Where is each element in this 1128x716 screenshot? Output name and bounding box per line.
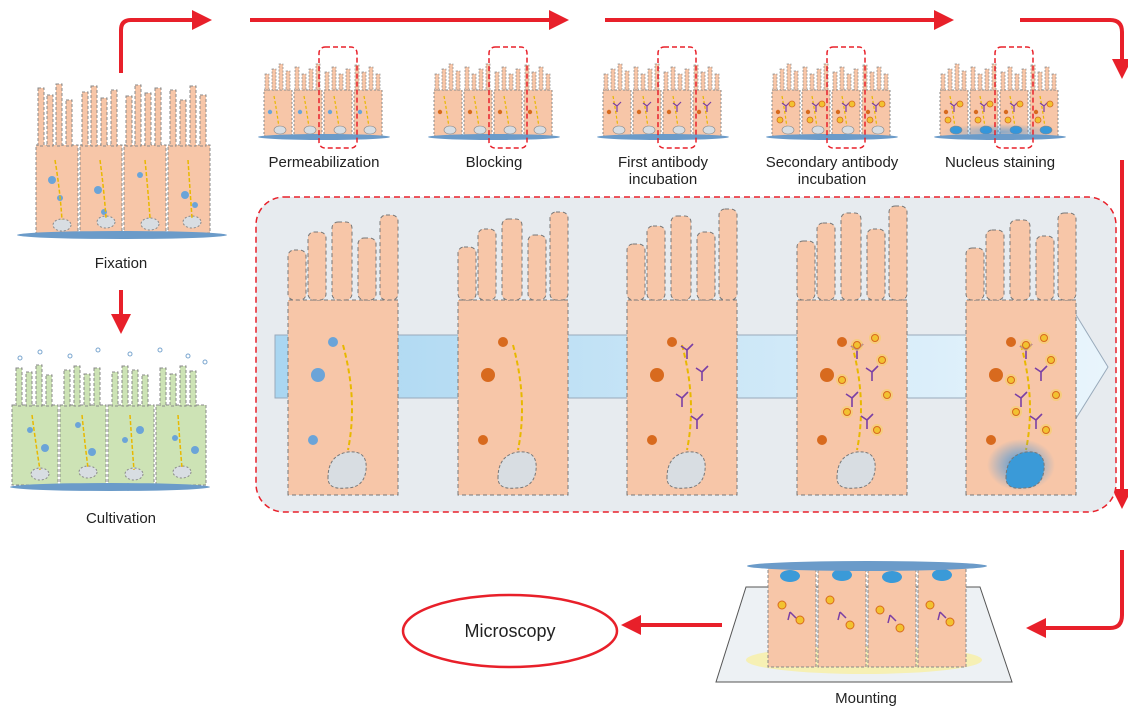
microscopy-label: Microscopy bbox=[464, 621, 555, 641]
arrow-fixation-to-permeabilization bbox=[121, 20, 208, 73]
step-label-permeabilization: Permeabilization bbox=[269, 154, 380, 171]
zoom-cell-4 bbox=[797, 206, 907, 495]
zoom-cell-2 bbox=[458, 212, 568, 495]
fixation-label: Fixation bbox=[95, 255, 148, 272]
zoom-cell-5 bbox=[966, 213, 1076, 495]
zoom-cell-1 bbox=[288, 215, 398, 495]
arrow-top-right-down bbox=[1020, 20, 1122, 75]
step-label-blocking: Blocking bbox=[466, 154, 523, 171]
step-blocking: Blocking bbox=[428, 47, 560, 171]
zoom-cell-3 bbox=[627, 209, 737, 495]
arrow-to-mounting bbox=[1030, 550, 1122, 628]
step-nucleus-staining: Nucleus staining bbox=[934, 47, 1066, 171]
step-permeabilization: Permeabilization bbox=[258, 47, 390, 171]
cultivation-label: Cultivation bbox=[86, 510, 156, 527]
mounting-illustration bbox=[716, 561, 1012, 682]
mounting-label: Mounting bbox=[835, 690, 897, 707]
fixation-illustration bbox=[17, 84, 227, 239]
step-label-nucleus-staining: Nucleus staining bbox=[945, 154, 1055, 171]
cultivation-illustration bbox=[10, 348, 210, 491]
